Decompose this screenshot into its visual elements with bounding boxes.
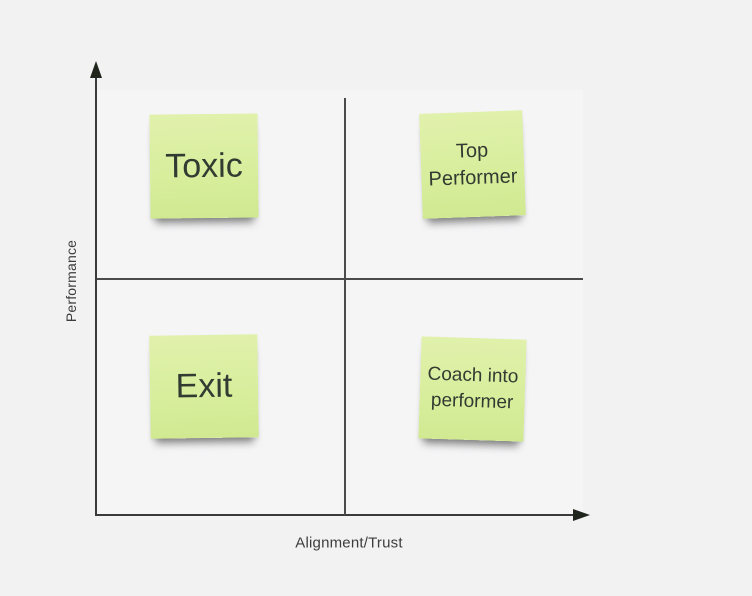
sticky-note-label: Exit bbox=[175, 366, 233, 406]
x-axis-line bbox=[96, 514, 578, 516]
sticky-note-label: Top Performer bbox=[428, 138, 518, 191]
sticky-note-toxic[interactable]: Toxic bbox=[149, 113, 259, 219]
sticky-note-label: Toxic bbox=[165, 146, 243, 185]
sticky-note-top-performer[interactable]: Top Performer bbox=[419, 110, 526, 219]
horizontal-divider bbox=[97, 278, 583, 280]
vertical-divider bbox=[344, 98, 346, 515]
y-axis-arrow-icon bbox=[90, 61, 102, 78]
y-axis-line bbox=[95, 74, 97, 516]
y-axis-label: Performance bbox=[63, 239, 79, 323]
sticky-note-coach[interactable]: Coach into performer bbox=[418, 336, 527, 442]
sticky-note-label: Coach into performer bbox=[427, 363, 519, 414]
sticky-note-exit[interactable]: Exit bbox=[149, 334, 259, 439]
x-axis-label: Alignment/Trust bbox=[295, 534, 403, 552]
x-axis-arrow-icon bbox=[573, 509, 590, 521]
